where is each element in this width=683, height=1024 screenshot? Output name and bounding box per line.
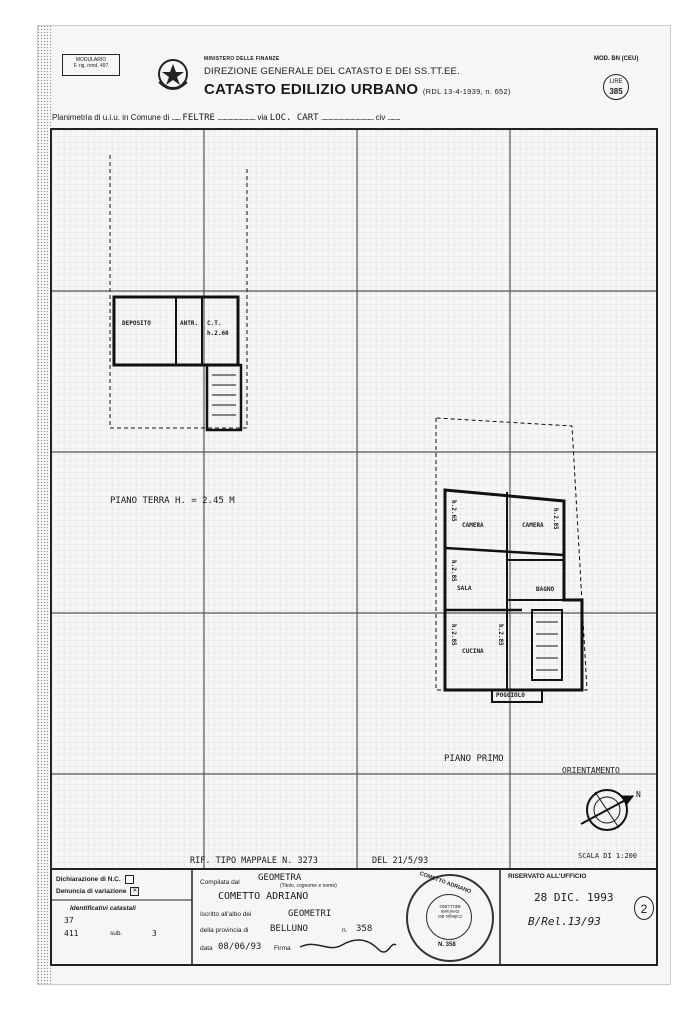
number-value: 358 (356, 924, 373, 934)
plan-info-row: Planimetria di u.i.u. in Comune di .....… (52, 113, 401, 123)
room-label: ANTR. (180, 320, 199, 327)
nc-checkbox[interactable] (124, 875, 134, 884)
province-value: BELLUNO (270, 924, 308, 934)
modulario-sub: F. rig. rend. 497 (73, 63, 109, 69)
stamp-inner-ring (426, 894, 472, 940)
declaration-var: Denuncia di variazione✕ (56, 887, 140, 896)
lire-value: 385 (609, 87, 623, 96)
albo-value: GEOMETRI (288, 909, 332, 919)
lire-stamp: LIRE 385 (603, 74, 629, 100)
room-height: h.2.85 (552, 508, 559, 530)
date-value: 08/06/93 (218, 942, 262, 952)
room-label: CUCINA (462, 648, 484, 655)
room-height: h.2.60 (207, 330, 229, 337)
compiled-hint: (Titolo, cognome e nome) (280, 883, 337, 889)
catasto-title: CATASTO EDILIZIO URBANO (204, 81, 419, 98)
signature-label: Firma (274, 945, 291, 952)
province-label: della provincia di (200, 927, 249, 934)
model-code: MOD. BN (CEU) (594, 56, 639, 62)
declaration-var-label: Denuncia di variazione (56, 888, 127, 896)
reference-line: RIF. TIPO MAPPALE N. 3273 (190, 856, 318, 866)
ground-floor-label: PIANO TERRA H. = 2.45 M (110, 496, 235, 506)
date-label: data (200, 945, 213, 952)
room-label: C.T. (207, 320, 222, 327)
stamp-number: N. 358 (438, 942, 456, 948)
modulario-label: MODULARIO (75, 57, 107, 63)
civ-label: civ (375, 113, 386, 122)
sub-label: sub. (110, 930, 123, 937)
plan-label: Planimetria di u.i.u. in Comune di (52, 113, 170, 122)
variation-checkbox[interactable]: ✕ (130, 887, 140, 896)
room-label: POGGIOLO (496, 692, 525, 699)
modulario-box: MODULARIO F. rig. rend. 497 (62, 54, 120, 76)
drawing-frame: DEPOSITO ANTR. C.T. h.2.60 CAMERA CAMERA… (50, 128, 658, 870)
north-label: N (636, 790, 641, 799)
room-height: h.2.65 (450, 500, 457, 522)
room-label: DEPOSITO (122, 320, 151, 327)
room-label: CAMERA (462, 522, 484, 529)
scale-label: SCALA DI 1:200 (578, 852, 638, 860)
sub-value: 3 (152, 929, 157, 938)
orientation-label: ORIENTAMENTO (562, 766, 620, 775)
comune-value: FELTRE (182, 113, 215, 123)
scan-edge-texture (38, 26, 52, 984)
room-height: h.2.85 (497, 624, 504, 646)
first-floor-label: PIANO PRIMO (444, 754, 504, 764)
graph-paper (52, 130, 656, 868)
footer-dividers (52, 869, 501, 964)
via-value: LOC. CART (269, 113, 319, 123)
law-reference: (RDL 13-4-1939, n. 652) (422, 87, 511, 96)
ids-label: Identificativi catastali (70, 905, 136, 912)
ministry-label: MINISTERO DELLE FINANZE (204, 56, 280, 62)
foglio-value: 37 (64, 916, 74, 925)
signature-mark (299, 939, 397, 953)
page-title: CATASTO EDILIZIO URBANO (RDL 13-4-1939, … (204, 81, 511, 98)
room-label: SALA (457, 585, 472, 592)
compass-rose-icon (580, 789, 634, 831)
declaration-nc-label: Dichiarazione di N.C. (56, 876, 121, 884)
via-label: via (257, 113, 268, 122)
compiled-label: Compilata dal (200, 879, 240, 886)
room-height: h.2.85 (450, 560, 457, 582)
lire-label: LIRE (609, 79, 623, 85)
room-label: BAGNO (536, 586, 555, 593)
ground-floor-plan (109, 155, 248, 432)
professional-stamp: COMETTO ADRIANO Collegio dei Geometri BE… (406, 871, 494, 962)
compiled-title: GEOMETRA (258, 873, 302, 883)
room-label: CAMERA (522, 522, 544, 529)
reserved-label: RISERVATO ALL'UFFICIO (508, 873, 587, 880)
reference-date: DEL 21/5/93 (372, 856, 429, 866)
sheet-number: 2 (634, 896, 654, 920)
albo-label: Iscritto all'albo dei (200, 911, 252, 918)
footer-form: Dichiarazione di N.C. Denuncia di variaz… (50, 869, 658, 966)
mappale-value: 411 (64, 929, 79, 938)
italian-emblem-icon (158, 59, 188, 90)
office-date: 28 DIC. 1993 (534, 891, 614, 904)
compiled-name: COMETTO ADRIANO (218, 891, 309, 902)
stamp-inner-text: Collegio dei Geometri BELLUNO (438, 904, 462, 919)
office-note: B/Rel.13/93 (528, 915, 601, 928)
cadastral-sheet: MODULARIO F. rig. rend. 497 MINISTERO DE… (38, 26, 670, 984)
first-floor-plan (435, 417, 588, 703)
number-label: n. (342, 927, 348, 934)
direction-label: DIREZIONE GENERALE DEL CATASTO E DEI SS.… (204, 66, 460, 77)
declaration-nc: Dichiarazione di N.C. (56, 875, 134, 884)
room-height: h.2.85 (450, 624, 457, 646)
